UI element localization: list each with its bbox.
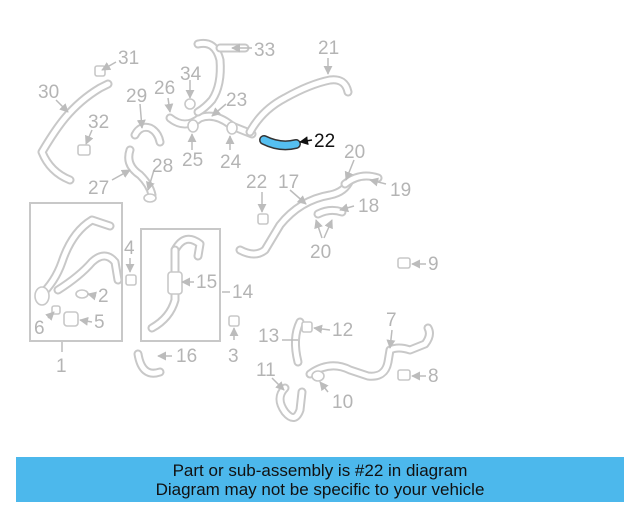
callout-11: 11 bbox=[256, 360, 276, 381]
part-17-pipe[interactable] bbox=[235, 175, 355, 259]
part-13-hose[interactable] bbox=[290, 317, 305, 367]
callout-6: 6 bbox=[34, 318, 45, 339]
callout-24: 23 bbox=[226, 90, 247, 111]
part-4-clip[interactable] bbox=[125, 274, 137, 286]
callout-31: 30 bbox=[38, 82, 59, 103]
part-22-hose-highlighted[interactable] bbox=[259, 135, 301, 151]
part-16-hose[interactable] bbox=[133, 349, 165, 378]
part-33-clip[interactable] bbox=[77, 144, 91, 156]
part-11-hose[interactable] bbox=[275, 383, 307, 422]
callout-4: 4 bbox=[124, 238, 135, 259]
part-10-clamp[interactable] bbox=[311, 370, 325, 382]
banner-line-2: Diagram may not be specific to your vehi… bbox=[155, 479, 485, 499]
callout-3: 3 bbox=[228, 346, 239, 367]
part-23-clip[interactable] bbox=[257, 213, 269, 225]
part-29-clamp[interactable] bbox=[143, 193, 157, 203]
callout-34: 33 bbox=[254, 40, 275, 61]
part-22-leader bbox=[299, 136, 313, 146]
callout-20b: 20 bbox=[310, 242, 331, 263]
part-15-fitting[interactable] bbox=[167, 271, 183, 295]
part-14-hose-assembly[interactable] bbox=[147, 234, 205, 333]
callout-12: 12 bbox=[332, 320, 353, 341]
callout-10: 10 bbox=[332, 392, 353, 413]
part-3-clip[interactable] bbox=[228, 315, 240, 327]
callout-35: 34 bbox=[180, 64, 202, 85]
callout-22: 22 bbox=[314, 131, 335, 152]
part-7-pipe[interactable] bbox=[305, 323, 434, 381]
callout-29: 28 bbox=[152, 156, 173, 177]
callout-32: 31 bbox=[118, 48, 139, 69]
part-35-clamp[interactable] bbox=[184, 98, 196, 110]
callout-26: 25 bbox=[182, 150, 203, 171]
part-21-pipe[interactable] bbox=[245, 75, 353, 137]
callout-30: 29 bbox=[126, 86, 147, 107]
callout-8: 8 bbox=[428, 366, 439, 387]
assembly-14-frame bbox=[140, 228, 221, 342]
callout-9: 9 bbox=[428, 254, 439, 275]
part-1-hose-assembly[interactable] bbox=[34, 215, 123, 306]
callout-28: 27 bbox=[88, 178, 109, 199]
callout-18: 18 bbox=[358, 196, 379, 217]
part-18-hose[interactable] bbox=[313, 205, 347, 219]
part-25-clamp[interactable] bbox=[226, 121, 238, 135]
callout-13: 13 bbox=[258, 326, 279, 347]
callout-17: 17 bbox=[278, 172, 299, 193]
callout-1: 1 bbox=[56, 356, 67, 377]
part-2-clamp[interactable] bbox=[75, 289, 89, 299]
part-31-hose[interactable] bbox=[37, 79, 113, 185]
callout-14: 14 bbox=[232, 282, 254, 303]
part-19-hose[interactable] bbox=[340, 171, 383, 189]
callout-labels: 31 30 32 29 27 28 26 34 33 23 25 24 21 2… bbox=[34, 38, 439, 413]
callout-7: 7 bbox=[386, 310, 397, 331]
leader-lines bbox=[45, 43, 426, 393]
callout-23: 22 bbox=[246, 172, 267, 193]
callout-2: 2 bbox=[98, 286, 109, 307]
callout-15: 15 bbox=[196, 272, 217, 293]
part-5-connector[interactable] bbox=[63, 311, 79, 327]
callout-27: 26 bbox=[154, 78, 175, 99]
banner-line-1: Part or sub-assembly is #22 in diagram bbox=[172, 460, 468, 480]
part-26-clamp[interactable] bbox=[187, 119, 199, 133]
part-8-clip[interactable] bbox=[397, 369, 411, 381]
callout-19: 19 bbox=[390, 180, 411, 201]
part-32-clip[interactable] bbox=[94, 65, 106, 77]
callout-5: 5 bbox=[94, 312, 105, 333]
callout-25: 24 bbox=[220, 152, 242, 173]
callout-21: 21 bbox=[318, 38, 339, 59]
part-9-clip[interactable] bbox=[397, 257, 411, 269]
parts-diagram: 31 30 32 29 27 28 26 34 33 23 25 24 21 2… bbox=[29, 38, 439, 422]
part-30-hose[interactable] bbox=[130, 122, 165, 147]
callout-16: 16 bbox=[176, 346, 197, 367]
part-24-hose[interactable] bbox=[165, 111, 257, 139]
callout-33: 32 bbox=[88, 112, 109, 133]
part-12-clamp[interactable] bbox=[301, 321, 313, 333]
callout-20a: 20 bbox=[344, 142, 365, 163]
assembly-1-frame bbox=[29, 202, 123, 342]
part-info-banner: Part or sub-assembly is #22 in diagram D… bbox=[16, 457, 624, 502]
